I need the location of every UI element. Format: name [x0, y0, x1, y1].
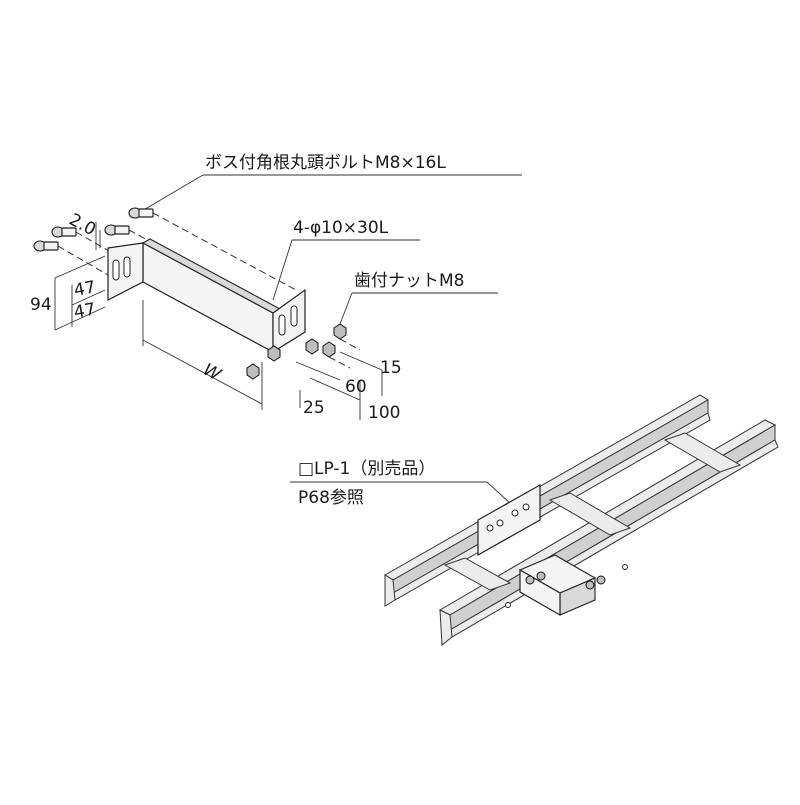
holes-label: 4-φ10×30L	[293, 218, 389, 238]
nut	[305, 338, 319, 355]
part-ref-label: □LP-1（別売品）	[298, 459, 435, 479]
dim-height-upper: 47	[72, 277, 97, 300]
cable-ladder	[384, 394, 779, 646]
rung	[663, 432, 742, 473]
bolt-1	[128, 207, 297, 291]
dim-100: 100	[368, 403, 400, 423]
slot-hole	[123, 256, 131, 278]
nut	[333, 323, 347, 340]
dimension-lines	[54, 222, 383, 420]
dim-60: 60	[345, 377, 367, 397]
nuts	[246, 323, 361, 380]
rung	[548, 492, 632, 536]
leader-lines	[139, 174, 522, 506]
slot-hole	[112, 259, 120, 281]
page-ref-label: P68参照	[298, 488, 364, 508]
nut-label: 歯付ナットM8	[354, 271, 464, 291]
dim-25: 25	[303, 398, 325, 418]
dim-height-total: 94	[30, 295, 52, 315]
slot-hole	[278, 314, 286, 336]
joint-plate	[477, 483, 541, 557]
dim-15: 15	[380, 358, 402, 378]
bracket	[107, 238, 306, 354]
bolt-4	[33, 240, 121, 283]
slot-hole	[290, 305, 298, 327]
rung	[443, 557, 512, 591]
bolt-label: ボス付角根丸頭ボルトM8×16L	[205, 153, 446, 173]
nut	[267, 345, 281, 362]
dim-height-lower: 47	[72, 299, 97, 322]
nut	[246, 363, 260, 380]
labels: ボス付角根丸頭ボルトM8×16L 4-φ10×30L 歯付ナットM8 □LP-1…	[205, 153, 464, 508]
nut	[322, 341, 336, 358]
